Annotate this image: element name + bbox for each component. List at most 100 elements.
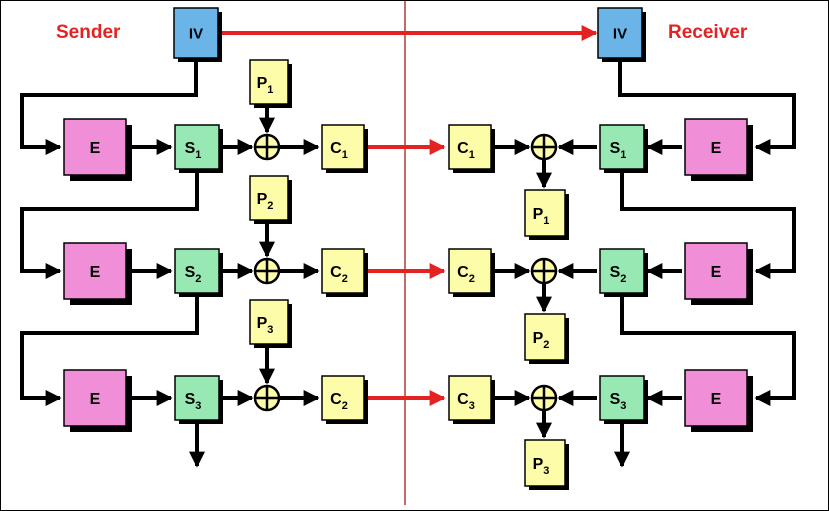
- receiver-state-1-label: S1: [610, 140, 627, 161]
- sender-state-1-label: S1: [185, 140, 202, 161]
- sender-encrypt-1-symbol: E: [90, 140, 101, 157]
- sender-plain-3-subscript: 3: [267, 324, 273, 336]
- sender-encrypt-2-box: [63, 242, 127, 300]
- receiver-state-1-box: [599, 124, 645, 170]
- sender-encrypt-3-label: E: [90, 391, 101, 408]
- receiver-plain-2-box: [524, 313, 566, 361]
- sender-state-1-box: [174, 124, 220, 170]
- receiver-encrypt-2-label: E: [711, 264, 722, 281]
- receiver-encrypt-1-box: [684, 118, 748, 176]
- receiver-iv-block: IV: [597, 7, 646, 62]
- sender-plain-1-box: [249, 59, 289, 105]
- sender-iv-block-label: IV: [189, 25, 203, 42]
- receiver-plain-1-label: P1: [533, 206, 550, 227]
- receiver-plain-2-subscript: 2: [543, 339, 549, 351]
- sender-cipher-1-box: [321, 124, 365, 170]
- receiver-plain-3-subscript: 3: [543, 465, 549, 477]
- receiver-plain-2-label: P2: [533, 330, 550, 351]
- receiver-xor-3: [530, 384, 558, 412]
- receiver-state-3-label: S3: [610, 391, 627, 412]
- sender-s1-to-e2: [20, 169, 199, 279]
- sender-plain-3-label: P3: [257, 315, 274, 336]
- receiver-cipher-3-symbol: C: [457, 391, 469, 408]
- sender-state-2-subscript: 2: [195, 273, 201, 285]
- receiver-cipher-1-subscript: 1: [469, 149, 475, 161]
- sender-cipher-2-box: [321, 248, 365, 294]
- receiver-state-3-box: [599, 375, 645, 421]
- receiver-cipher-2-box: [448, 248, 492, 294]
- receiver-state-1-symbol: S: [610, 140, 621, 157]
- sender-cipher-3-label: C2: [330, 391, 348, 412]
- sender-plain-2-symbol: P: [257, 191, 268, 208]
- receiver-state-3-subscript: 3: [620, 400, 626, 412]
- sender-cipher-2: C2: [321, 248, 368, 297]
- receiver-plain-1-subscript: 1: [543, 215, 549, 227]
- sender-cipher-2-symbol: C: [330, 264, 342, 281]
- receiver-iv-block-box: [597, 7, 643, 59]
- sender-xor-3: [253, 384, 281, 412]
- receiver-plain-3-symbol: P: [533, 456, 544, 473]
- sender-cipher-1-subscript: 1: [342, 149, 348, 161]
- receiver-plain-1-symbol: P: [533, 206, 544, 223]
- sender-cipher-3-subscript: 2: [342, 400, 348, 412]
- sender-plain-1-subscript: 1: [267, 84, 273, 96]
- sender-encrypt-3-symbol: E: [90, 391, 101, 408]
- sender-state-1-symbol: S: [185, 140, 196, 157]
- sender-plain-3: P3: [249, 299, 292, 348]
- sender-plain-1-symbol: P: [257, 75, 268, 92]
- receiver-cipher-3: C3: [448, 375, 495, 424]
- sender-cipher-3-box: [321, 375, 365, 421]
- sender-encrypt-2: E: [63, 242, 132, 305]
- receiver-cipher-2-subscript: 2: [469, 273, 475, 285]
- receiver-cipher-2-symbol: C: [457, 264, 469, 281]
- sender-state-2: S2: [174, 248, 223, 297]
- receiver-iv-to-e1: [618, 57, 796, 155]
- receiver-encrypt-3: E: [684, 369, 753, 432]
- sender-cipher-1-symbol: C: [330, 140, 342, 157]
- receiver-cipher-3-box: [448, 375, 492, 421]
- receiver-cipher-1-box: [448, 124, 492, 170]
- receiver-plain-3-label: P3: [533, 456, 550, 477]
- sender-state-3: S3: [174, 375, 223, 424]
- receiver-plain-3-box: [524, 439, 566, 487]
- sender-iv-to-e1: [20, 57, 198, 155]
- sender-cipher-1: C1: [321, 124, 368, 173]
- sender-state-3-symbol: S: [185, 391, 196, 408]
- receiver-cipher-1-symbol: C: [457, 140, 469, 157]
- sender-cipher-3-symbol: C: [330, 391, 342, 408]
- sender-xor-2: [253, 257, 281, 285]
- receiver-iv-block-label: IV: [613, 25, 627, 42]
- receiver-encrypt-2: E: [684, 242, 753, 305]
- sender-cipher-1-label: C1: [330, 140, 348, 161]
- sender-plain-3-symbol: P: [257, 315, 268, 332]
- receiver-state-1-subscript: 1: [620, 149, 626, 161]
- receiver-cipher-1: C1: [448, 124, 495, 173]
- sender-iv-block-box: [173, 7, 219, 59]
- sender-plain-2: P2: [249, 175, 292, 224]
- sender-state-1: S1: [174, 124, 223, 173]
- sender-label: Sender: [56, 22, 121, 43]
- sender-state-2-symbol: S: [185, 264, 196, 281]
- receiver-state-2-subscript: 2: [620, 273, 626, 285]
- sender-cipher-3: C2: [321, 375, 368, 424]
- receiver-xor-2: [530, 257, 558, 285]
- receiver-state-3: S3: [599, 375, 648, 424]
- sender-iv-block: IV: [173, 7, 222, 62]
- receiver-iv-block-symbol: IV: [613, 25, 627, 42]
- receiver-cipher-1-label: C1: [457, 140, 475, 161]
- sender-state-2-label: S2: [185, 264, 202, 285]
- sender-plain-3-box: [249, 299, 289, 345]
- sender-cipher-2-label: C2: [330, 264, 348, 285]
- sender-s2-to-e3: [20, 293, 199, 406]
- receiver-state-2-symbol: S: [610, 264, 621, 281]
- receiver-cipher-2-label: C2: [457, 264, 475, 285]
- receiver-encrypt-3-label: E: [711, 391, 722, 408]
- receiver-xor-1: [530, 133, 558, 161]
- receiver-encrypt-3-symbol: E: [711, 391, 722, 408]
- sender-encrypt-1: E: [63, 118, 132, 181]
